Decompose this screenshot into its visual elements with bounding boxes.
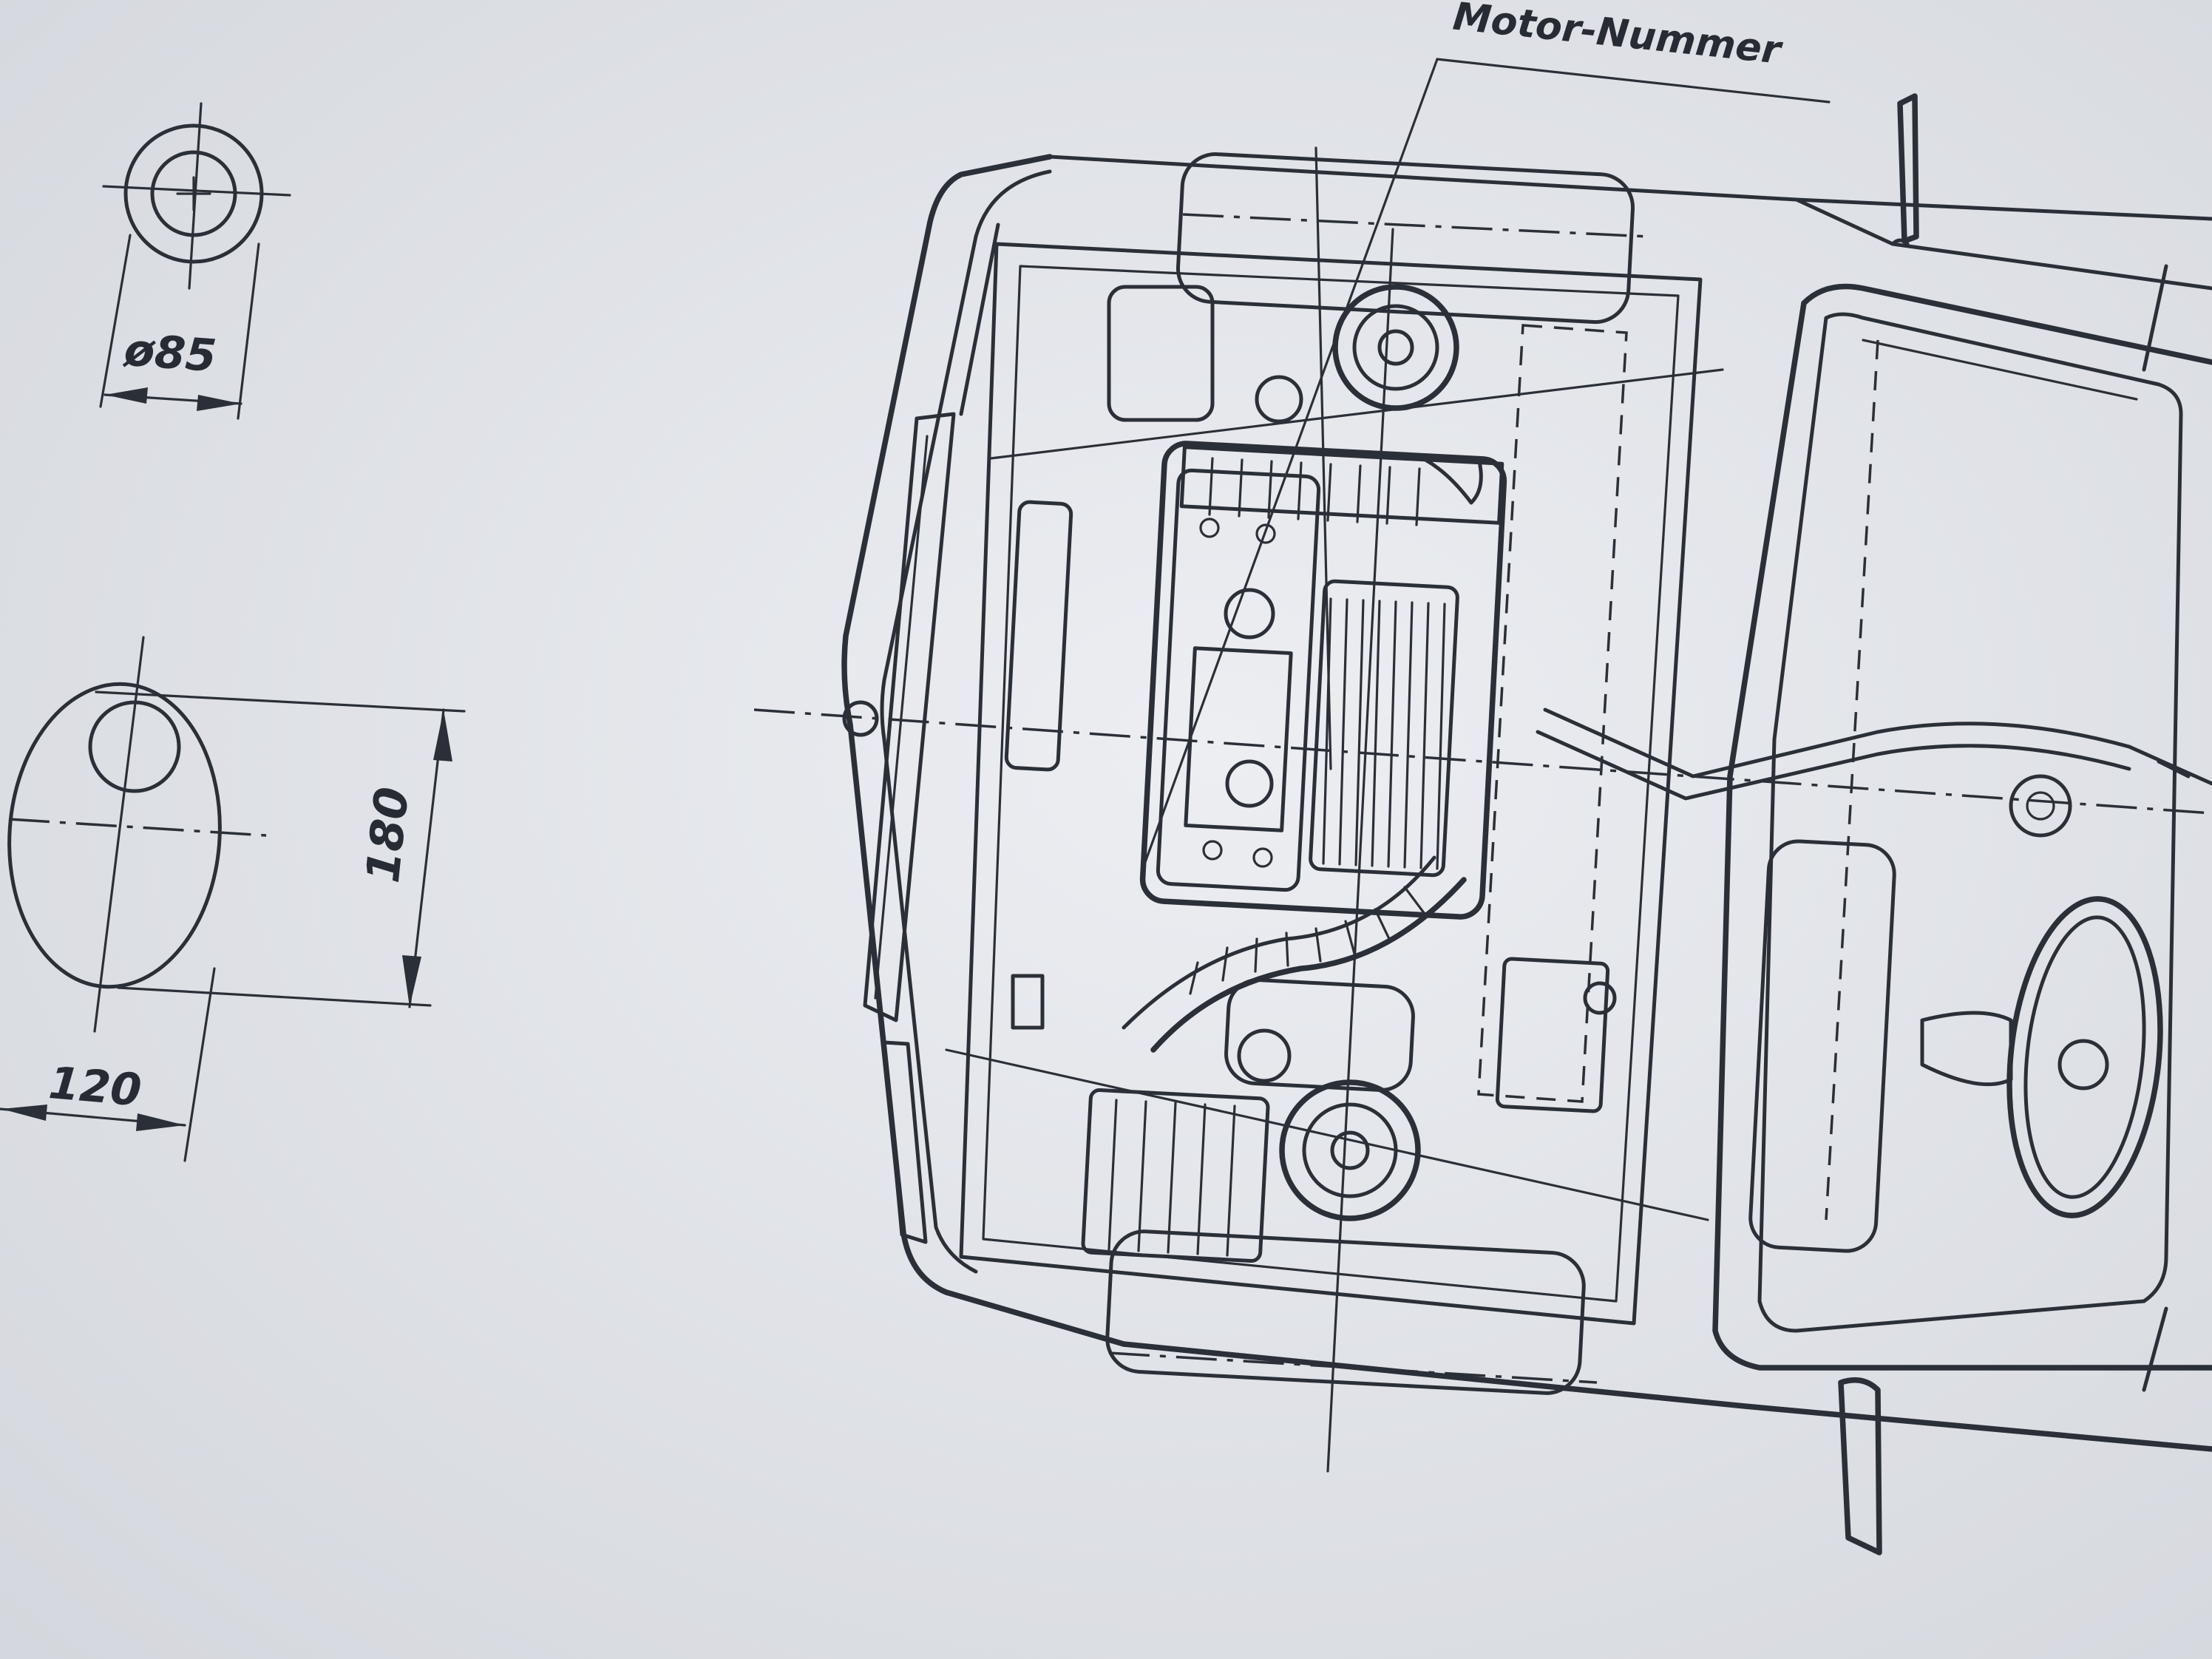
plate-recess-bottom	[1105, 1229, 1586, 1395]
width-label: 120	[47, 1057, 143, 1117]
rear-lamp-upper	[863, 412, 956, 1022]
mirror-top	[1897, 93, 1919, 244]
seat	[1748, 839, 1896, 1253]
detail-oval-opening: 180 120	[0, 636, 466, 1162]
cabin-outline	[1801, 283, 2212, 365]
detail-round-opening: ø85	[99, 102, 291, 420]
motor-nummer-leader	[1140, 58, 1439, 874]
engine-block	[1139, 441, 1507, 920]
diameter-label: ø85	[121, 324, 218, 382]
upper-pulley	[1332, 284, 1459, 411]
height-label: 180	[356, 784, 419, 885]
horizontal-centre-line	[753, 708, 2212, 815]
top-fins	[1179, 445, 1504, 526]
lower-fins	[1081, 1088, 1270, 1263]
engine-bay-frame	[959, 242, 1703, 1326]
car-body-outline	[841, 154, 2212, 1452]
rear-lamp-lower	[882, 1040, 928, 1244]
cooling-fins	[1309, 579, 1459, 878]
car-rear-view: Motor-Nummer	[753, 0, 2212, 1555]
plate-recess-top	[1175, 152, 1635, 325]
steering-wheel	[1920, 896, 2163, 1218]
air-hose	[1150, 877, 1467, 1053]
mirror-bottom	[1838, 1377, 1882, 1555]
lower-pulley	[1279, 1079, 1421, 1221]
